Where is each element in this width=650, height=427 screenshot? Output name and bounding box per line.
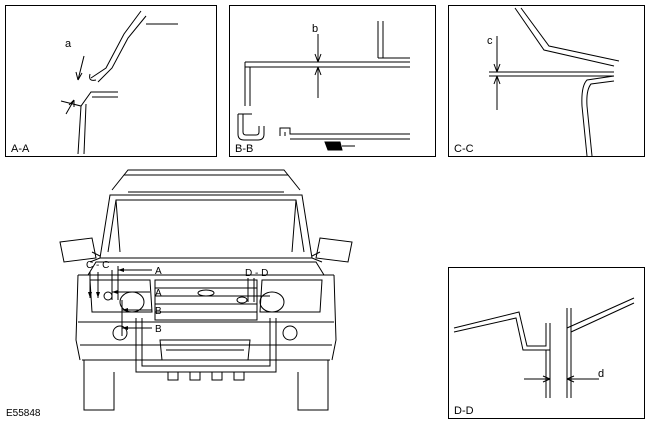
panel-section-cc: c C-C [448, 5, 645, 157]
section-b-callout-upper: B [155, 306, 162, 317]
section-bb-label: B-B [235, 143, 254, 155]
section-aa-label: A-A [11, 143, 30, 155]
section-a-callout-upper: A [155, 266, 162, 277]
panel-section-aa: a A-A [5, 5, 217, 157]
section-dd-label: D-D [454, 405, 474, 417]
dimension-a-label: a [65, 38, 72, 50]
section-cc-drawing [449, 6, 646, 158]
panel-section-bb: b B-B [229, 5, 436, 157]
section-b-callout-lower: B [155, 324, 162, 335]
section-bb-drawing [230, 6, 437, 158]
section-dd-callout: D - D [245, 268, 268, 279]
figure-reference-id: E55848 [6, 408, 41, 419]
section-a-callout-lower: A [155, 288, 162, 299]
dimension-b-label: b [312, 23, 319, 35]
panel-section-dd: d D-D [448, 267, 645, 419]
section-dd-drawing [449, 268, 646, 420]
section-aa-drawing [6, 6, 218, 158]
section-cc-label: C-C [454, 143, 474, 155]
section-cc-callout: C - C [86, 260, 109, 271]
dimension-c-label: c [487, 35, 493, 47]
dimension-d-label: d [598, 368, 605, 380]
